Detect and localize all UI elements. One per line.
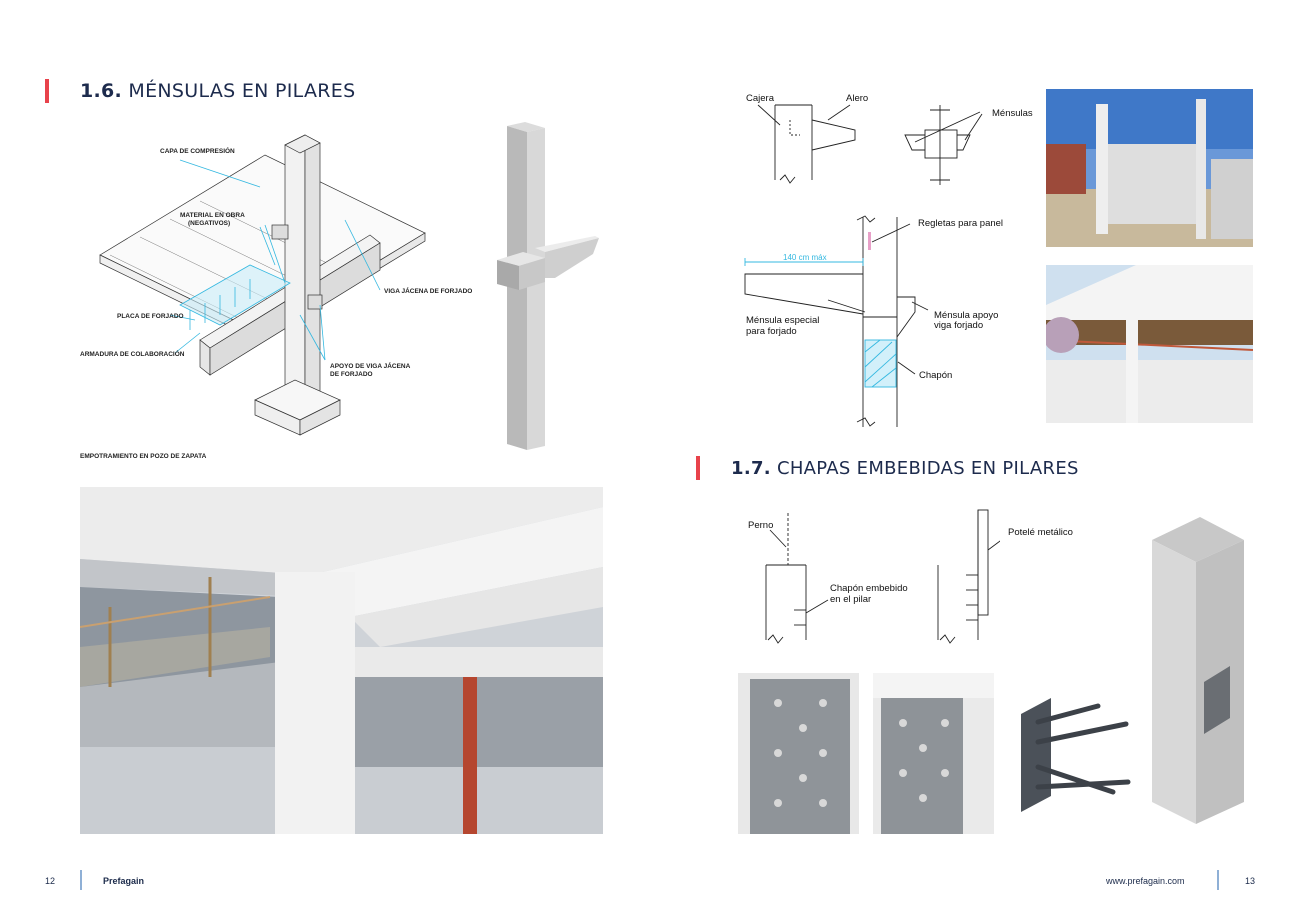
cajera-alero-drawing (740, 95, 870, 190)
label-mensula-apoyo-1: Ménsula apoyo (934, 310, 999, 321)
label-regletas: Regletas para panel (918, 218, 1004, 229)
left-page-number: 12 (45, 876, 56, 886)
label-viga-jacena: VIGA JÁCENA DE FORJADO (384, 288, 473, 295)
label-material-obra-1: MATERIAL EN OBRA (180, 212, 245, 219)
label-mensulas: Ménsulas (992, 108, 1033, 119)
label-apoyo-1: APOYO DE VIGA JÁCENA (330, 363, 411, 370)
interior-construction-photo (80, 487, 603, 834)
label-chapon: Chapón (919, 370, 953, 381)
label-placa-forjado: PLACA DE FORJADO (117, 313, 184, 320)
label-empotramiento: EMPOTRAMIENTO EN POZO DE ZAPATA (80, 453, 207, 460)
building-exterior-photo (1046, 265, 1253, 423)
label-potele: Potelé metálico (1008, 527, 1073, 538)
label-chapon-embebido-2: en el pilar (830, 594, 872, 605)
isometric-mensula-diagram (80, 115, 490, 445)
label-armadura: ARMADURA DE COLABORACIÓN (80, 351, 185, 358)
section-heading-1-7: CHAPAS EMBEBIDAS EN PILARES (776, 458, 1079, 479)
column-with-plate-render (1150, 512, 1246, 827)
label-material-obra-2: (NEGATIVOS) (188, 220, 231, 227)
label-chapon-embebido-1: Chapón embebido (830, 583, 908, 594)
section-number-1-7: 1.7. (731, 458, 771, 479)
footer-bar-left (80, 870, 82, 890)
column-corbel-render (495, 120, 605, 455)
label-mensula-especial-2: para forjado (746, 326, 797, 337)
label-cajera: Cajera (746, 93, 774, 104)
embedded-plate-photo-1 (738, 673, 859, 834)
section-accent-bar-1-7 (696, 456, 700, 480)
label-apoyo-2: DE FORJADO (330, 371, 373, 378)
potele-drawing (930, 505, 1009, 645)
footer-brand: Prefagain (103, 876, 145, 886)
label-perno: Perno (748, 520, 774, 531)
embedded-plate-photo-2 (873, 673, 994, 834)
label-dimension: 140 cm máx (783, 253, 827, 262)
section-title-1-6: 1.6. MÉNSULAS EN PILARES (80, 80, 355, 102)
footer-bar-right (1217, 870, 1219, 890)
label-mensula-apoyo-2: viga forjado (934, 320, 984, 331)
label-capa-compresion: CAPA DE COMPRESIÓN (160, 148, 235, 155)
section-accent-bar-1-6 (45, 79, 49, 103)
section-heading-1-6: MÉNSULAS EN PILARES (128, 80, 356, 102)
label-alero: Alero (846, 93, 869, 104)
section-title-1-7: 1.7. CHAPAS EMBEBIDAS EN PILARES (731, 458, 1079, 479)
label-mensula-especial-1: Ménsula especial (746, 315, 820, 326)
right-page-number: 13 (1245, 876, 1256, 886)
perno-chapon-drawing (740, 505, 870, 645)
section-number-1-6: 1.6. (80, 80, 123, 102)
footer-website[interactable]: www.prefagain.com (1106, 876, 1185, 886)
anchor-plate-render (1018, 692, 1133, 817)
mensula-especial-drawing (740, 212, 940, 432)
construction-site-photo (1046, 89, 1253, 247)
mensulas-plan-drawing (900, 100, 1035, 190)
